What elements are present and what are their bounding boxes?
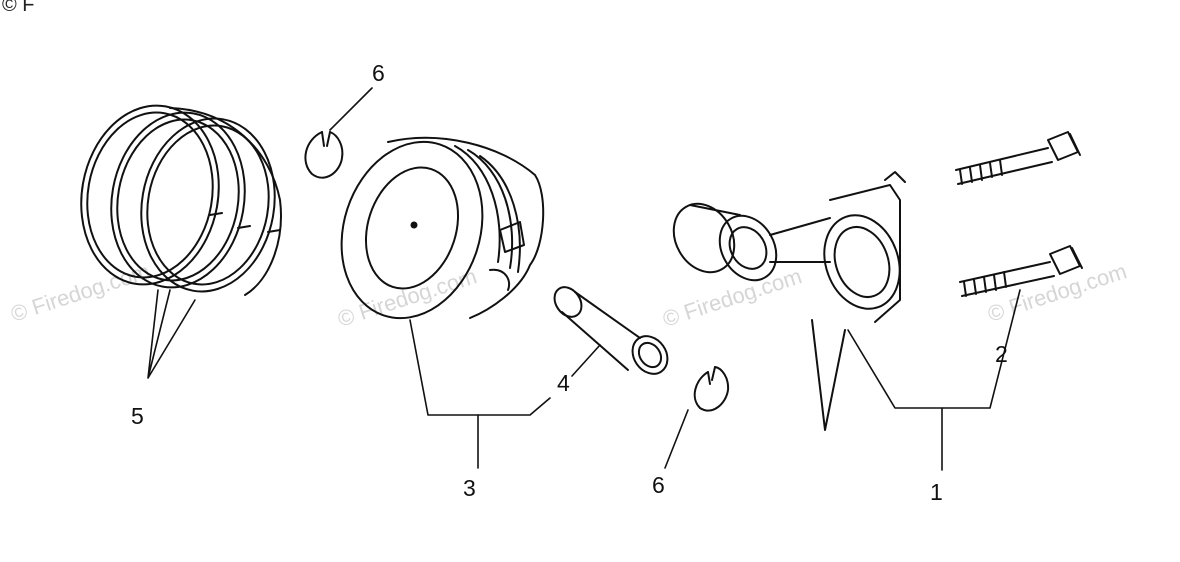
callout-4: 4	[557, 370, 570, 396]
callout-6-bottom: 6	[652, 472, 665, 498]
circlip-top	[304, 131, 344, 179]
circlip-bottom	[693, 366, 730, 412]
callout-6-top: 6	[372, 60, 385, 86]
piston-rings	[80, 104, 282, 296]
piston-pin	[553, 286, 669, 375]
callout-3: 3	[463, 475, 476, 501]
callout-5: 5	[131, 403, 144, 429]
copyright-corner-text: © F	[2, 0, 35, 16]
piston	[340, 136, 545, 320]
leader-lines	[147, 87, 1021, 471]
callout-1: 1	[930, 479, 943, 505]
bolt-upper	[955, 131, 1081, 185]
connecting-rod	[672, 171, 906, 431]
bolt-lower	[959, 245, 1083, 297]
callout-2: 2	[995, 341, 1008, 367]
